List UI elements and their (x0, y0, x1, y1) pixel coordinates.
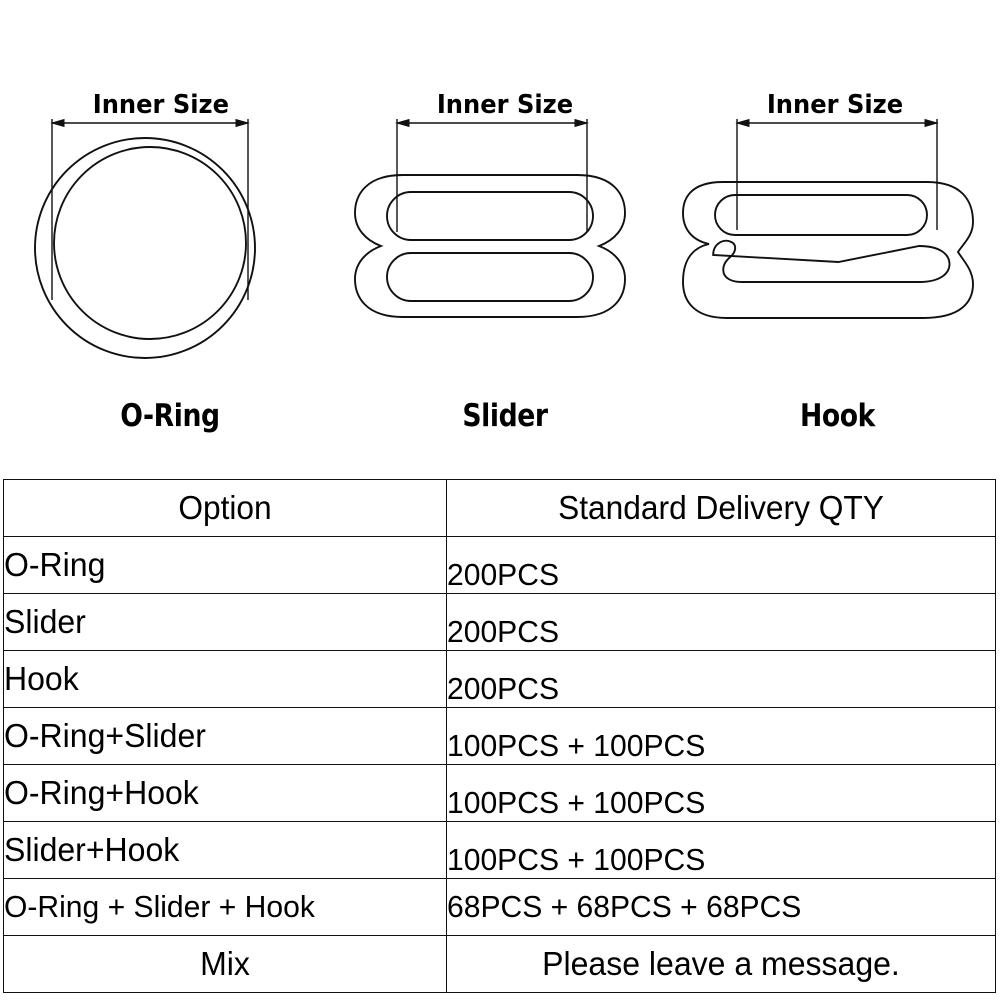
option-cell: O-Ring + Slider + Hook (3, 878, 447, 936)
parts-diagram-strip: Inner Size O-Ring Inner Size (0, 0, 1000, 470)
option-cell: O-Ring+Slider (3, 707, 447, 765)
qty-label: 200PCS (447, 671, 560, 706)
qty-label: 68PCS + 68PCS + 68PCS (447, 889, 802, 924)
option-label: O-Ring (4, 546, 106, 583)
table-row-mix: Mix Please leave a message. (3, 935, 996, 993)
column-header-option: Option (3, 479, 447, 537)
qty-label: 100PCS + 100PCS (447, 785, 706, 820)
qty-cell: 200PCS (446, 536, 996, 594)
option-label: Hook (4, 660, 79, 697)
table-row: Slider+Hook 100PCS + 100PCS (3, 821, 996, 879)
hook-drawing: Inner Size (682, 89, 974, 319)
option-label: O-Ring+Slider (4, 717, 206, 754)
column-header-option-label: Option (178, 489, 272, 526)
part-label-o-ring: O-Ring (120, 398, 220, 434)
part-label-hook: Hook (800, 398, 875, 434)
diagram-hook: Inner Size Hook (675, 0, 1000, 470)
table-head: Option Standard Delivery QTY (3, 479, 996, 537)
option-label: Slider+Hook (4, 831, 180, 868)
option-cell-mix: Mix (3, 935, 447, 993)
qty-cell: 100PCS + 100PCS (446, 821, 996, 879)
option-label-mix: Mix (200, 945, 250, 982)
qty-label-mix: Please leave a message. (542, 945, 900, 982)
table-body: O-Ring 200PCS Slider 200PCS Hook 200PCS (3, 536, 996, 993)
table-row: Hook 200PCS (3, 650, 996, 708)
table-row: O-Ring+Slider 100PCS + 100PCS (3, 707, 996, 765)
o-ring-drawing: Inner Size (34, 89, 256, 359)
qty-cell-mix: Please leave a message. (446, 935, 996, 993)
dimension-label-text: Inner Size (767, 89, 903, 119)
table-row: O-Ring + Slider + Hook 68PCS + 68PCS + 6… (3, 878, 996, 936)
qty-label: 100PCS + 100PCS (447, 728, 706, 763)
slider-body (354, 174, 626, 318)
table-row: O-Ring+Hook 100PCS + 100PCS (3, 764, 996, 822)
option-cell: Slider (3, 593, 447, 651)
table-header-row: Option Standard Delivery QTY (3, 479, 996, 537)
qty-cell: 200PCS (446, 650, 996, 708)
table-row: O-Ring 200PCS (3, 536, 996, 594)
column-header-qty: Standard Delivery QTY (446, 479, 996, 537)
option-cell: Slider+Hook (3, 821, 447, 879)
qty-cell: 200PCS (446, 593, 996, 651)
part-label-slider: Slider (462, 398, 548, 434)
option-cell: O-Ring (3, 536, 447, 594)
qty-label: 200PCS (447, 614, 560, 649)
option-label: O-Ring + Slider + Hook (4, 889, 315, 924)
dimension-label-text: Inner Size (93, 89, 229, 119)
o-ring-body (34, 137, 256, 359)
qty-label: 100PCS + 100PCS (447, 842, 706, 877)
hook-body (682, 181, 974, 319)
qty-cell: 100PCS + 100PCS (446, 707, 996, 765)
table-row: Slider 200PCS (3, 593, 996, 651)
dimension-label-text: Inner Size (437, 89, 573, 119)
delivery-qty-table: Option Standard Delivery QTY O-Ring 200P… (3, 479, 996, 993)
option-label: Slider (4, 603, 86, 640)
qty-cell: 100PCS + 100PCS (446, 764, 996, 822)
option-cell: O-Ring+Hook (3, 764, 447, 822)
qty-cell: 68PCS + 68PCS + 68PCS (446, 878, 996, 936)
slider-drawing: Inner Size (354, 89, 626, 318)
dimension-line (735, 118, 939, 230)
column-header-qty-label: Standard Delivery QTY (558, 489, 884, 526)
diagram-o-ring: Inner Size O-Ring (0, 0, 340, 470)
diagram-slider: Inner Size Slider (345, 0, 665, 470)
option-cell: Hook (3, 650, 447, 708)
option-label: O-Ring+Hook (4, 774, 199, 811)
qty-label: 200PCS (447, 557, 560, 592)
